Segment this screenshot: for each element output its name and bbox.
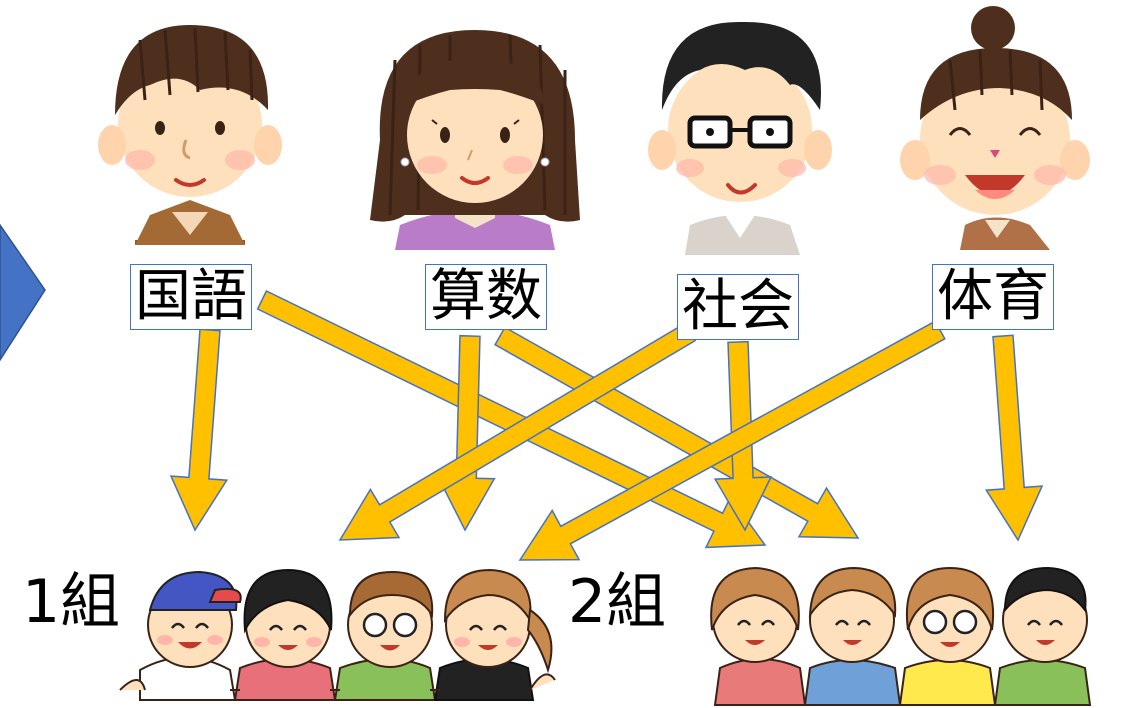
teacher-taiiku-illustration <box>900 6 1090 250</box>
class-label-2: 2組 <box>568 567 667 637</box>
subject-box-sansu: 算数 <box>425 264 547 330</box>
arrow-taiiku-to-class1 <box>518 320 946 561</box>
teacher-shakai-illustration <box>648 21 832 255</box>
subject-box-taiiku: 体育 <box>932 264 1054 330</box>
arrow-sansu-to-class1 <box>437 334 496 532</box>
class1-children-illustration <box>119 568 556 701</box>
left-chevron-shape <box>0 223 46 362</box>
class2-children-illustration <box>710 566 1092 706</box>
teacher-sansu-illustration <box>370 30 580 250</box>
arrow-shakai-to-class1 <box>338 322 697 541</box>
subject-box-shakai: 社会 <box>677 274 799 340</box>
class-label-1: 1組 <box>22 567 121 637</box>
assignment-arrows <box>169 289 1044 561</box>
arrow-taiiku-to-class2 <box>984 334 1044 542</box>
teacher-kokugo-illustration <box>98 25 282 245</box>
subject-box-kokugo: 国語 <box>130 264 252 330</box>
arrow-kokugo-to-class1 <box>169 328 229 532</box>
